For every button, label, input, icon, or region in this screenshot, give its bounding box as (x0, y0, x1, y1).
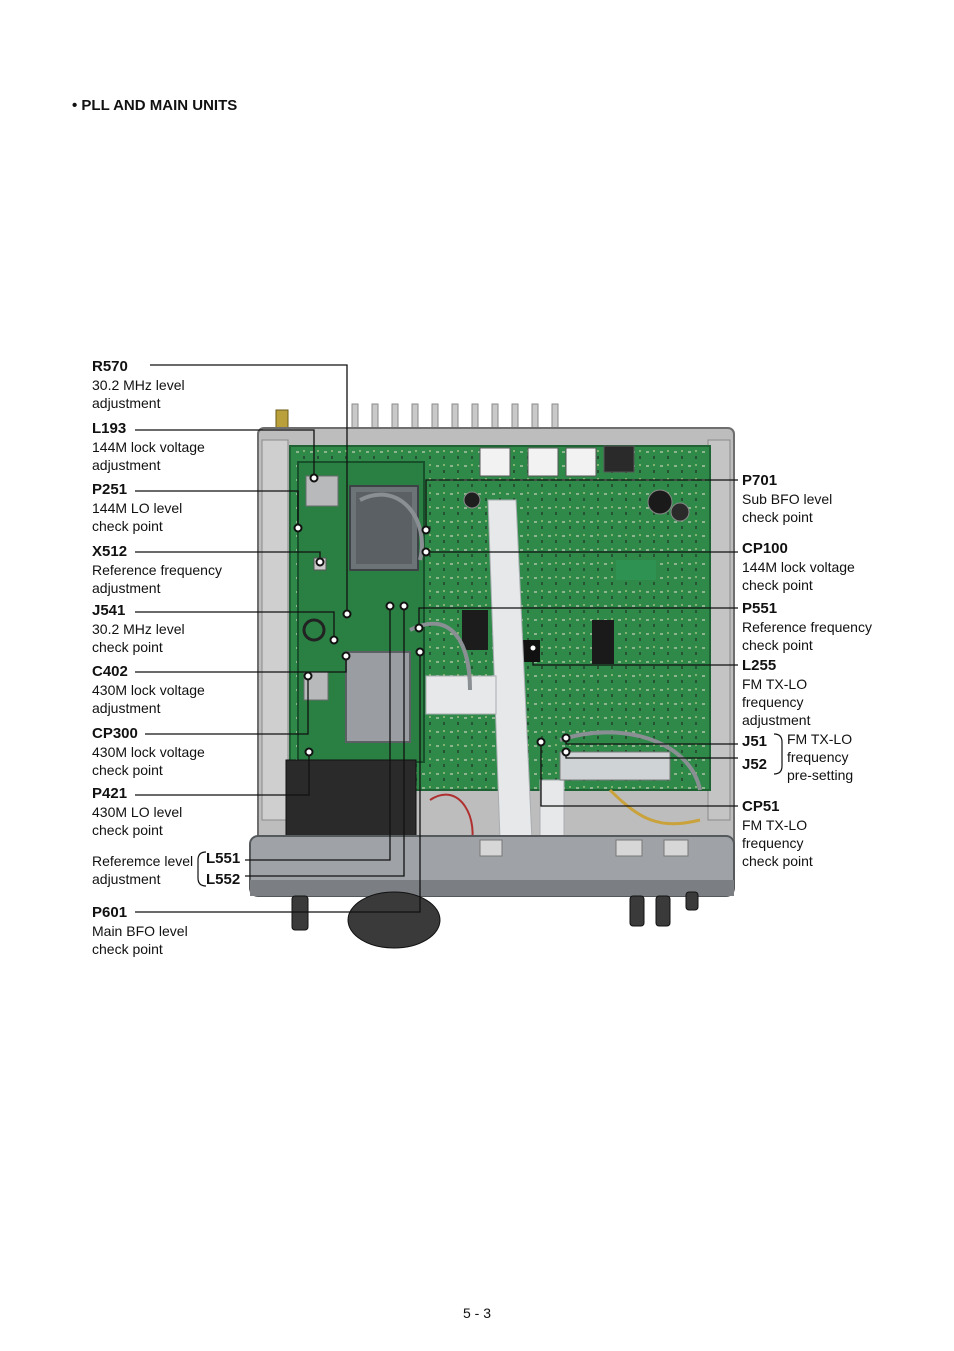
label-code: L255 (742, 657, 777, 674)
label-desc: 430M LO level (92, 804, 183, 820)
label-code: CP100 (742, 540, 788, 557)
page-number: 5 - 3 (462, 1305, 491, 1321)
label-c402: C402 430M lock voltage adjustment (92, 662, 205, 717)
label-desc: frequency (742, 835, 804, 851)
leader-lines (135, 364, 738, 913)
label-desc: check point (742, 577, 813, 593)
label-desc: check point (742, 853, 813, 869)
label-desc: Main BFO level (92, 923, 188, 939)
label-desc: adjustment (742, 712, 811, 728)
label-p601: P601 Main BFO level check point (92, 903, 188, 958)
label-code: L551 (206, 850, 241, 867)
label-code: L552 (206, 871, 241, 888)
label-desc: 144M lock voltage (92, 439, 205, 455)
label-desc: Reference frequency (92, 562, 222, 578)
heat-sink-fins (351, 403, 559, 431)
front-knobs (291, 891, 699, 949)
label-p251: P251 144M LO level check point (92, 480, 182, 535)
label-desc: check point (742, 637, 813, 653)
label-desc: check point (92, 518, 163, 534)
label-desc: 430M lock voltage (92, 682, 205, 698)
label-desc: FM TX-LO (787, 731, 853, 747)
label-desc: frequency (742, 694, 804, 710)
label-code: P551 (742, 600, 778, 617)
label-j51: J51 (742, 732, 767, 751)
label-code: P601 (92, 904, 128, 921)
label-desc: Reference frequency (742, 619, 872, 635)
label-desc: Sub BFO level (742, 491, 833, 507)
label-r570: R570 30.2 MHz level adjustment (92, 357, 185, 412)
label-desc: adjustment (92, 871, 161, 887)
label-code: CP300 (92, 725, 138, 742)
label-cp100: CP100 144M lock voltage check point (742, 539, 855, 594)
label-code: R570 (92, 358, 128, 375)
label-code: P421 (92, 785, 128, 802)
label-p421: P421 430M LO level check point (92, 784, 182, 839)
label-desc: adjustment (92, 457, 161, 473)
label-code: J51 (742, 733, 768, 750)
label-desc: adjustment (92, 395, 161, 411)
label-cp300: CP300 430M lock voltage check point (92, 724, 205, 779)
page-heading: • PLL AND MAIN UNITS (72, 97, 238, 114)
label-code: X512 (92, 543, 128, 560)
label-desc: frequency (787, 749, 849, 765)
label-desc: FM TX-LO (742, 676, 808, 692)
label-j52: J52 (742, 755, 767, 774)
label-desc: check point (742, 509, 813, 525)
ic-chip (592, 620, 614, 664)
top-connectors (479, 445, 635, 477)
label-code: J52 (742, 756, 768, 773)
label-fm-tx-lo-presetting: FM TX-LO frequency pre-setting (787, 730, 853, 784)
label-desc: FM TX-LO (742, 817, 808, 833)
bracket-left (197, 851, 207, 887)
label-desc: 30.2 MHz level (92, 377, 185, 393)
label-l551: L551 (206, 849, 240, 868)
label-x512: X512 Reference frequency adjustment (92, 542, 222, 597)
label-desc: check point (92, 822, 163, 838)
label-l255: L255 FM TX-LO frequency adjustment (742, 656, 810, 729)
label-desc: 30.2 MHz level (92, 621, 185, 637)
label-desc: 144M LO level (92, 500, 183, 516)
label-desc: 144M lock voltage (742, 559, 855, 575)
label-desc: pre-setting (787, 767, 854, 783)
label-p701: P701 Sub BFO level check point (742, 471, 832, 526)
label-desc: check point (92, 762, 163, 778)
label-code: L193 (92, 420, 127, 437)
label-cp51: CP51 FM TX-LO frequency check point (742, 797, 813, 870)
bracket-right (773, 733, 783, 775)
test-point-markers (293, 473, 571, 757)
label-desc: Referemce level (92, 853, 194, 869)
label-desc: check point (92, 639, 163, 655)
label-desc: check point (92, 941, 163, 957)
shield-can-bottom (345, 651, 411, 743)
label-l193: L193 144M lock voltage adjustment (92, 419, 205, 474)
label-reference-level: Referemce level adjustment (92, 852, 193, 888)
label-code: P701 (742, 472, 778, 489)
label-code: C402 (92, 663, 128, 680)
label-desc: adjustment (92, 580, 161, 596)
label-j541: J541 30.2 MHz level check point (92, 601, 185, 656)
label-p551: P551 Reference frequency check point (742, 599, 872, 654)
label-desc: 430M lock voltage (92, 744, 205, 760)
label-code: P251 (92, 481, 128, 498)
label-desc: adjustment (92, 700, 161, 716)
label-code: J541 (92, 602, 126, 619)
capacitor (647, 489, 673, 515)
label-l552: L552 (206, 870, 240, 889)
label-code: CP51 (742, 798, 780, 815)
